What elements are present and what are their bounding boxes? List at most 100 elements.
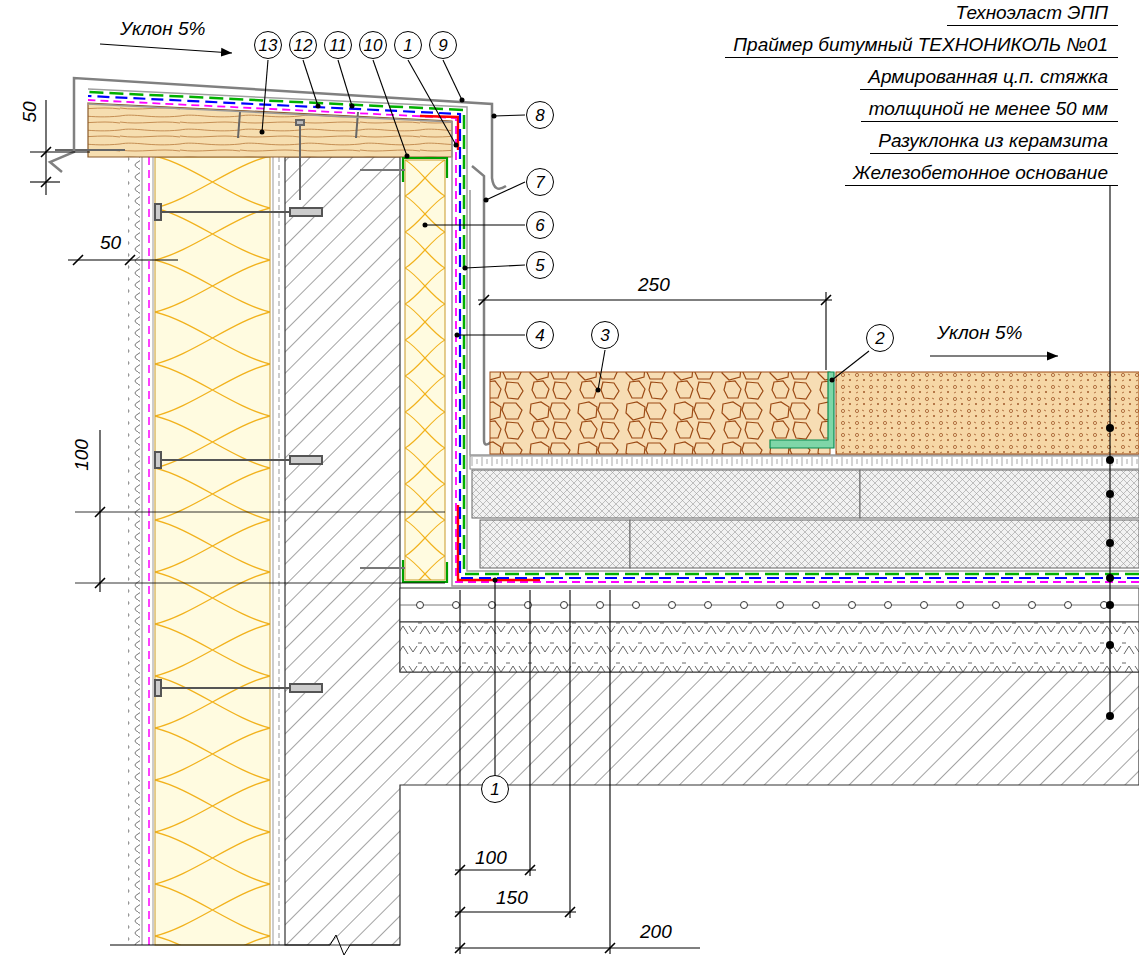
membrane-layers-part (420, 116, 458, 150)
callout-number: 2 (875, 330, 884, 347)
leader-dots-part (830, 378, 835, 383)
callout-circle: 11 (324, 31, 352, 59)
membrane-layers-part (88, 89, 1139, 571)
leader-lines-part (373, 60, 407, 156)
screed-layers-part (400, 622, 1139, 672)
screed-layers-part-part (741, 602, 748, 609)
screed-layers-part-part (633, 602, 640, 609)
callout-number: 13 (259, 37, 278, 54)
dimension-lines-part (30, 151, 90, 152)
layer-label: Праймер битумный ТЕХНОНИКОЛЬ №01 (725, 34, 1118, 58)
parapet-insulation-part (403, 158, 447, 582)
dimension-lines-part (478, 299, 832, 300)
callout-circle: 9 (429, 31, 457, 59)
timber-cap-part-part (356, 112, 358, 138)
callout-circle: 13 (254, 31, 282, 59)
leader-lines-part (598, 350, 605, 390)
leader-dots-part (1106, 424, 1114, 432)
dimension-lines-part (459, 590, 460, 954)
screed-layers-part-part (849, 602, 856, 609)
callout-number: 1 (403, 37, 412, 54)
callout-number: 9 (438, 37, 447, 54)
screed-layers-part-part (1029, 602, 1036, 609)
leader-lines-part (303, 60, 318, 106)
leader-dots-part (454, 143, 459, 148)
dimension-label: Уклон 5% (935, 322, 1024, 344)
leader-dots (260, 98, 1115, 721)
screed-layers-part-part (813, 602, 820, 609)
dimension-lines-part (73, 255, 135, 265)
screed-layers-part-part (669, 602, 676, 609)
callout-number: 3 (600, 327, 609, 344)
dimension-lines-part (479, 295, 831, 305)
metal-flashing-part (50, 78, 506, 189)
screed-layers (400, 588, 1139, 672)
screed-layers-part-part (453, 602, 460, 609)
screed-layers-part-part (705, 602, 712, 609)
dimension-label: 100 (71, 437, 93, 473)
leader-lines-part (425, 224, 525, 225)
membrane-layers-part (88, 104, 1139, 586)
dimension-lines-part (569, 590, 570, 918)
leader-dots-part (1106, 456, 1114, 464)
leader-dots-part (1106, 574, 1114, 582)
callout-number: 1 (490, 781, 499, 798)
facade-system-part-part (290, 684, 322, 692)
leader-dots-part (1106, 490, 1114, 498)
metal-flashing-part (472, 166, 491, 445)
screed-layers-part-part (417, 602, 424, 609)
parapet-insulation-part (360, 170, 405, 568)
leader-lines-part (443, 60, 462, 100)
leader-dots-part (316, 104, 321, 109)
callout-number: 11 (329, 37, 347, 54)
screed-layers-part-part (885, 602, 892, 609)
leader-dots-part (460, 98, 465, 103)
dimension-lines-part (455, 869, 536, 870)
dimension-lines-part (110, 935, 400, 955)
concrete-structure (285, 157, 1139, 945)
dimension-lines-part (455, 865, 615, 953)
dimension-label: 150 (494, 887, 530, 909)
dimension-lines-part (825, 292, 826, 370)
layer-label: толщиной не менее 50 мм (861, 98, 1118, 122)
screed-layers-part-part (921, 602, 928, 609)
screed-layers-part (400, 588, 1139, 622)
leader-lines-part (494, 580, 495, 803)
parapet-insulation-part-part (360, 567, 405, 569)
dimension-label: 100 (473, 847, 509, 869)
facade-system-part (155, 157, 270, 945)
insulation-boards-part (470, 190, 1139, 455)
dimension-label: 50 (19, 99, 41, 124)
facade-system-part-part (155, 204, 161, 220)
timber-cap (55, 103, 452, 200)
concrete-structure-part (285, 157, 1139, 945)
leader-dots-part (405, 154, 410, 159)
callout-circle: 7 (526, 168, 554, 196)
dimension-lines-part (95, 507, 105, 588)
leader-lines-part (262, 60, 268, 132)
parapet-insulation (360, 158, 447, 582)
ballast-layers-part (836, 372, 1139, 454)
callout-number: 10 (364, 37, 383, 54)
facade-system-part (142, 157, 143, 945)
leader-dots-part (463, 266, 468, 271)
ballast-layers (490, 372, 1139, 454)
leader-dots-part (1106, 712, 1114, 720)
metal-flashing (50, 78, 506, 445)
membrane-layers (88, 89, 1139, 586)
dimension-label: 200 (638, 921, 674, 943)
facade-system-part (148, 157, 150, 945)
callout-circle: 1 (481, 775, 509, 803)
layer-label: Техноэласт ЭПП (947, 2, 1118, 26)
dimension-lines-part (75, 512, 445, 513)
layer-label: Армированная ц.п. стяжка (860, 66, 1118, 90)
callout-number: 8 (535, 107, 544, 124)
screed-layers-part-part (597, 602, 604, 609)
leader-dots-part (1106, 601, 1114, 609)
membrane-layers-part (458, 505, 540, 580)
timber-cap-part-part (299, 126, 301, 200)
callout-number: 6 (535, 217, 544, 234)
leader-dots-part (260, 130, 265, 135)
insulation-boards-part (480, 520, 630, 568)
